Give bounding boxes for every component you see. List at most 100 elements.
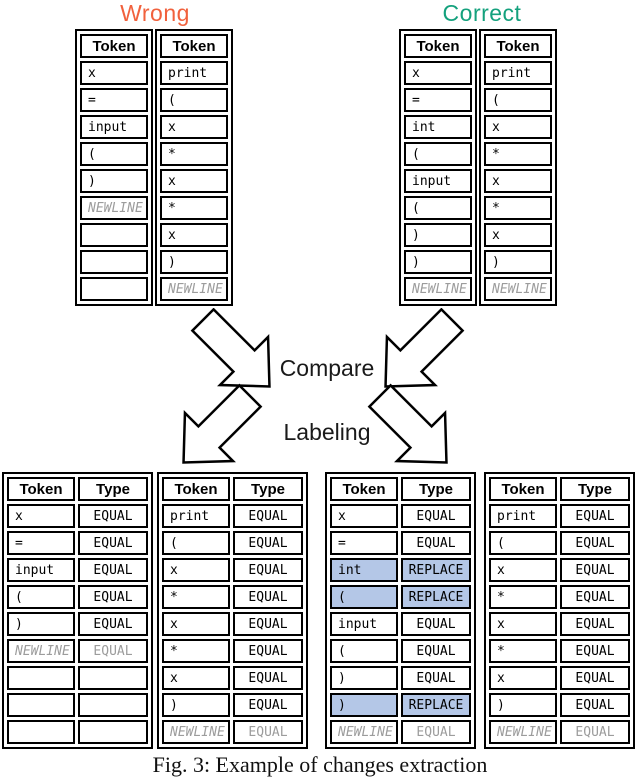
token-cell: ) (404, 250, 472, 274)
token-cell: x (330, 504, 398, 528)
type-column-header: Type (560, 477, 630, 501)
type-cell: EQUAL (78, 504, 148, 528)
token-cell: * (162, 585, 230, 609)
type-cell (78, 693, 148, 717)
token-cell: ( (484, 88, 552, 112)
arrow-down-right-icon (367, 383, 448, 464)
token-cell: * (162, 639, 230, 663)
token-cell: x (489, 558, 557, 582)
type-cell: REPLACE (401, 693, 471, 717)
token-cell: * (489, 585, 557, 609)
type-cell: EQUAL (401, 531, 471, 555)
correct-left-token-table: Token x=int(input())NEWLINE (399, 29, 477, 306)
type-cell: REPLACE (401, 585, 471, 609)
type-cell: EQUAL (560, 720, 630, 744)
token-cell: ) (404, 223, 472, 247)
token-cell: int (404, 115, 472, 139)
token-cell: = (80, 88, 148, 112)
token-column-header: Token (489, 477, 557, 501)
token-cell: x (484, 223, 552, 247)
type-cell (78, 720, 148, 744)
correct-title: Correct (442, 0, 522, 26)
type-cell: EQUAL (78, 558, 148, 582)
token-cell: ) (162, 693, 230, 717)
type-cell: EQUAL (78, 585, 148, 609)
type-cell (78, 666, 148, 690)
token-cell: ( (489, 531, 557, 555)
type-column-header: Type (78, 477, 148, 501)
token-cell: x (162, 666, 230, 690)
token-cell: x (80, 61, 148, 85)
type-cell: EQUAL (401, 720, 471, 744)
token-cell: x (489, 666, 557, 690)
token-column-header: Token (404, 34, 472, 58)
token-cell (80, 250, 148, 274)
type-cell: EQUAL (78, 639, 148, 663)
token-cell: NEWLINE (80, 196, 148, 220)
correct-right-token-table: Token print(x*x*x)NEWLINE (479, 29, 557, 306)
type-cell: EQUAL (233, 666, 303, 690)
token-column-header: Token (484, 34, 552, 58)
type-cell: EQUAL (560, 693, 630, 717)
token-cell: * (489, 639, 557, 663)
token-cell: ) (7, 612, 75, 636)
token-column-header: Token (160, 34, 228, 58)
token-column-header: Token (162, 477, 230, 501)
token-cell: NEWLINE (330, 720, 398, 744)
token-cell: ) (484, 250, 552, 274)
token-cell: = (404, 88, 472, 112)
token-column-header: Token (80, 34, 148, 58)
token-cell: NEWLINE (162, 720, 230, 744)
type-column-header: Type (401, 477, 471, 501)
token-cell: * (484, 142, 552, 166)
wrong-token-tables: Token x=input()NEWLINE Token print(x*x*x… (75, 29, 233, 306)
token-cell: x (7, 504, 75, 528)
token-cell: x (160, 223, 228, 247)
token-column-header: Token (7, 477, 75, 501)
type-cell: EQUAL (560, 504, 630, 528)
token-cell: ) (160, 250, 228, 274)
token-cell: ( (404, 142, 472, 166)
type-cell: EQUAL (401, 612, 471, 636)
token-cell: x (160, 169, 228, 193)
token-cell: x (162, 558, 230, 582)
token-cell: NEWLINE (160, 277, 228, 301)
type-cell: EQUAL (560, 612, 630, 636)
wrong-right-token-table: Token print(x*x*x)NEWLINE (155, 29, 233, 306)
type-cell: EQUAL (233, 558, 303, 582)
token-cell: * (160, 142, 228, 166)
token-cell: ( (162, 531, 230, 555)
token-cell: ( (80, 142, 148, 166)
token-cell: x (404, 61, 472, 85)
token-cell: x (160, 115, 228, 139)
type-cell: EQUAL (560, 639, 630, 663)
type-cell: EQUAL (560, 666, 630, 690)
token-cell (80, 223, 148, 247)
token-cell: NEWLINE (7, 639, 75, 663)
token-cell: ( (330, 585, 398, 609)
token-cell: * (484, 196, 552, 220)
type-cell: EQUAL (78, 612, 148, 636)
token-cell: ) (330, 666, 398, 690)
arrow-down-left-icon (182, 383, 263, 464)
token-cell: * (160, 196, 228, 220)
figure-caption: Fig. 3: Example of changes extraction (152, 752, 488, 777)
process-arrows (182, 308, 465, 464)
token-cell: ( (7, 585, 75, 609)
arrow-down-left-icon (384, 308, 465, 388)
token-cell: NEWLINE (404, 277, 472, 301)
token-cell: int (330, 558, 398, 582)
token-cell: input (330, 612, 398, 636)
type-cell: EQUAL (233, 531, 303, 555)
token-cell: print (162, 504, 230, 528)
token-cell: NEWLINE (489, 720, 557, 744)
token-cell: print (160, 61, 228, 85)
type-cell: EQUAL (560, 585, 630, 609)
type-cell: EQUAL (560, 531, 630, 555)
type-cell: EQUAL (233, 693, 303, 717)
type-cell: EQUAL (560, 558, 630, 582)
token-cell (7, 720, 75, 744)
